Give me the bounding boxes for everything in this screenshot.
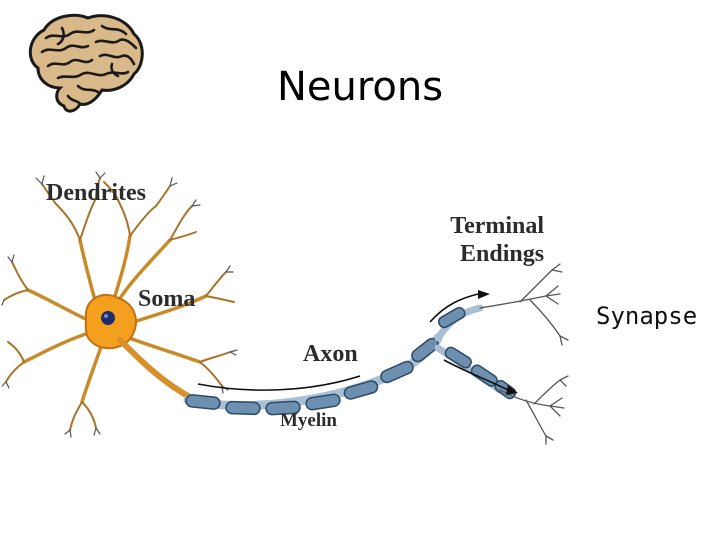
terminal-label-line2: Endings — [460, 241, 545, 267]
axon-label: Axon — [303, 341, 358, 367]
myelin-label: Myelin — [280, 410, 337, 431]
myelin-segments — [185, 337, 439, 416]
brain-icon — [28, 13, 144, 113]
terminal-endings-label: Terminal Endings — [448, 212, 544, 268]
synapse-label: Synapse — [596, 302, 698, 330]
neuron-diagram — [1, 171, 569, 445]
nucleus — [101, 311, 115, 325]
slide-title: Neurons — [276, 64, 444, 110]
soma-label: Soma — [138, 286, 196, 312]
dendrites-label: Dendrites — [46, 180, 146, 206]
signal-arrows — [197, 293, 509, 391]
terminal-endings — [479, 263, 569, 445]
terminal-label-line1: Terminal — [450, 213, 545, 239]
